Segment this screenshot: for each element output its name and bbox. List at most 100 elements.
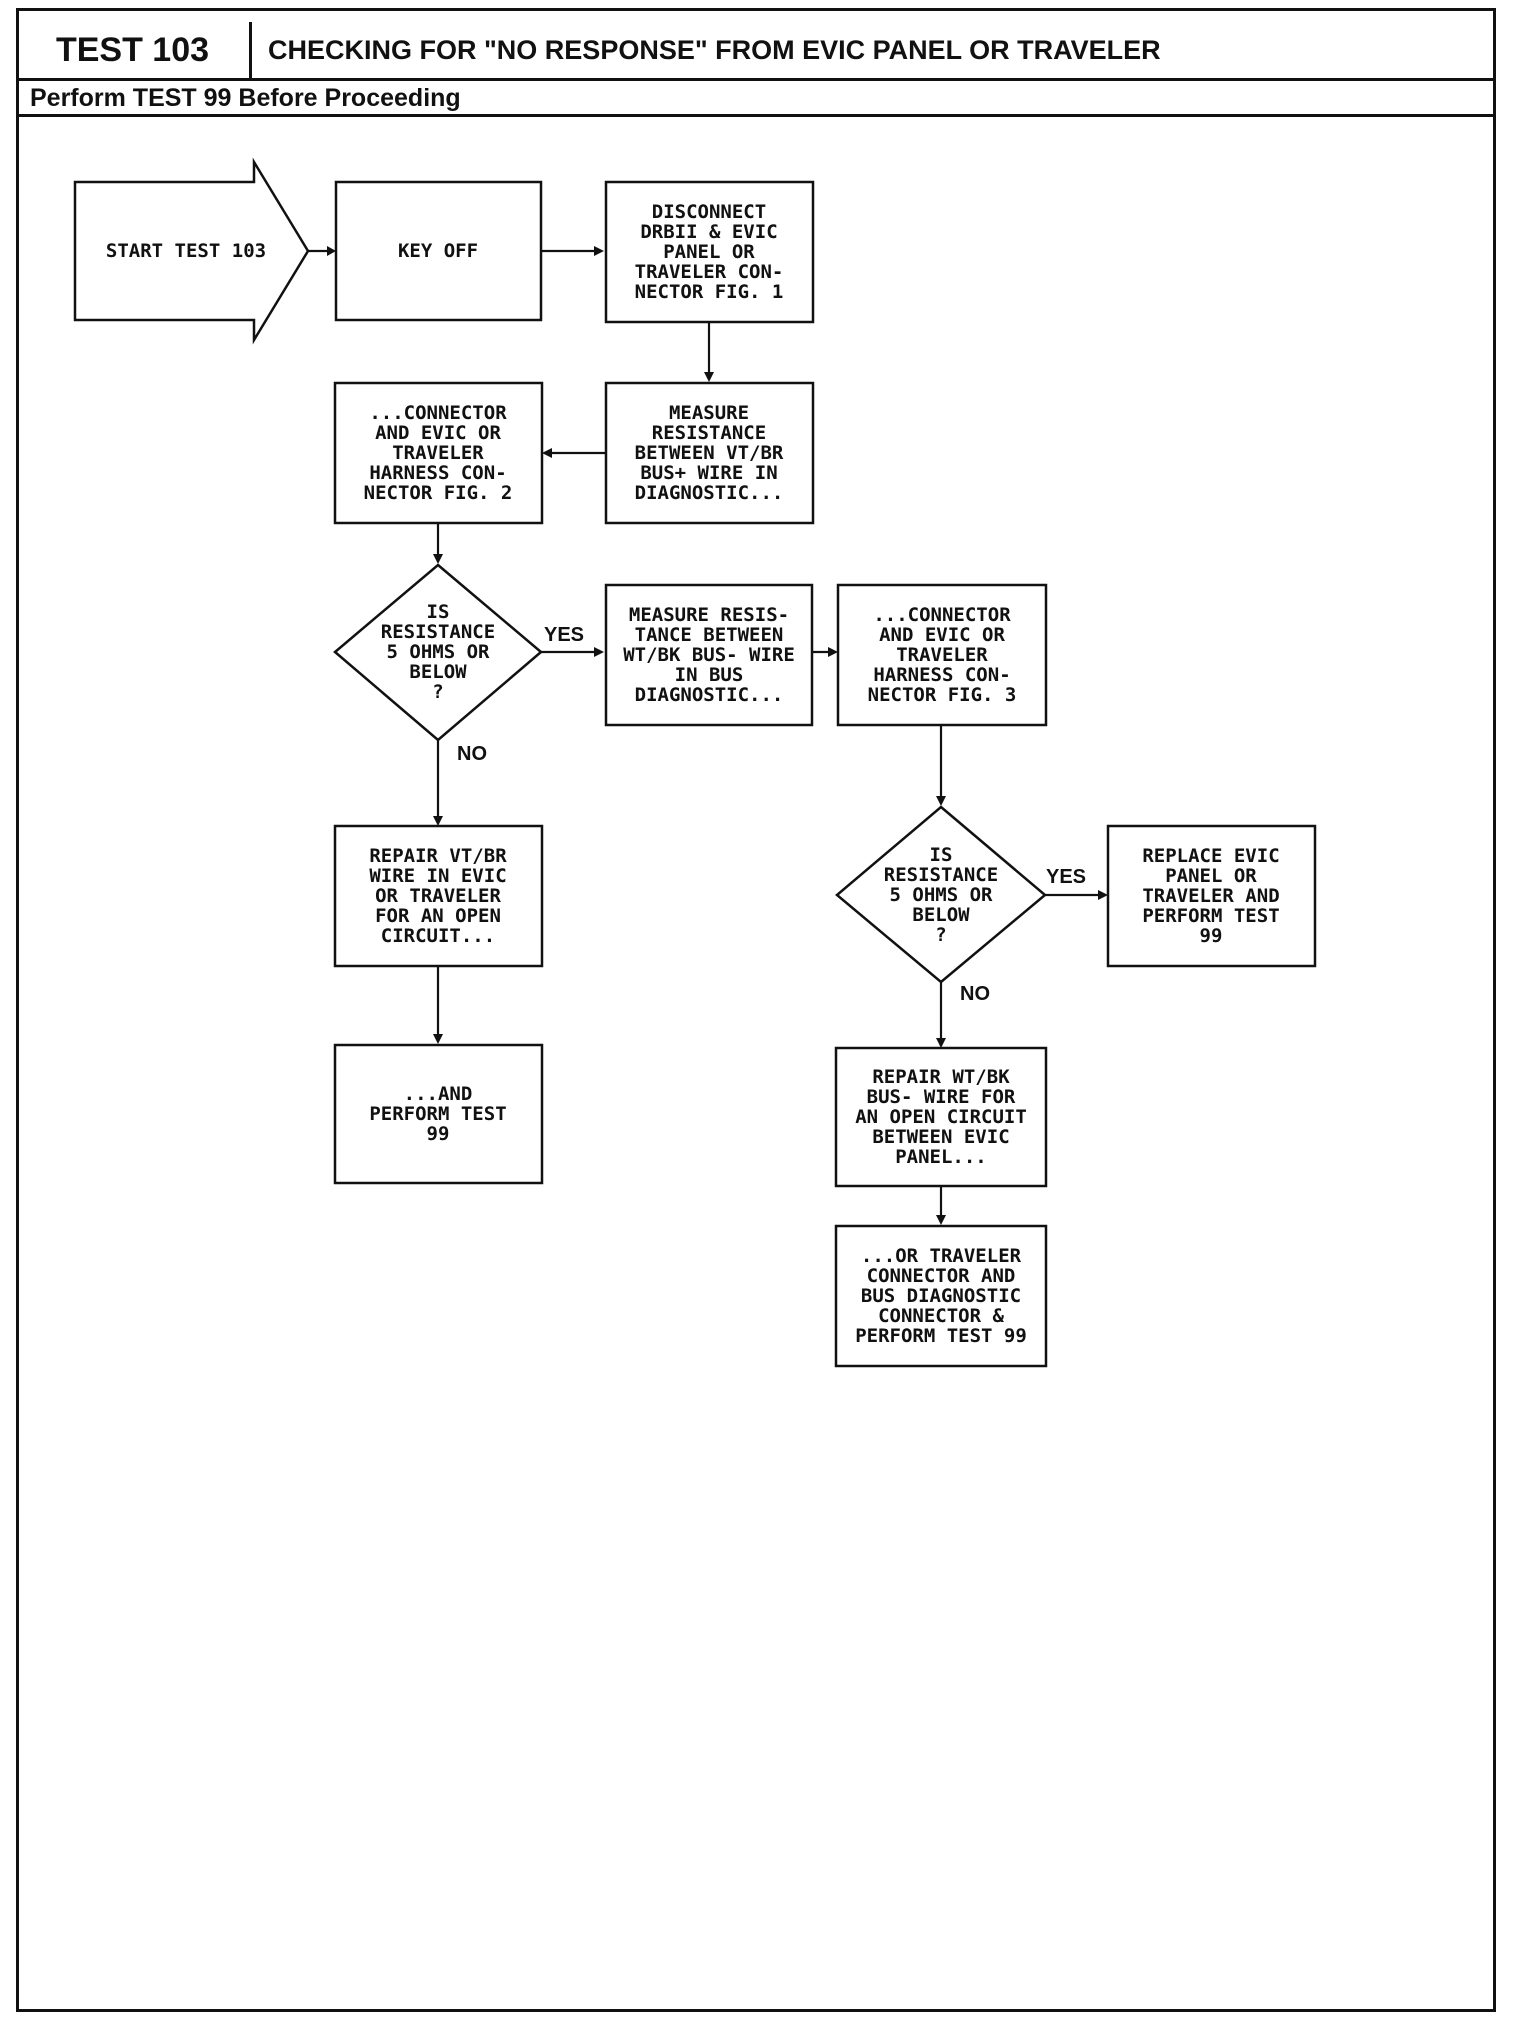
flow-text-line: TRAVELER: [896, 644, 988, 666]
flow-text-line: 5 OHMS OR: [387, 641, 491, 663]
test-number: TEST 103: [16, 22, 252, 78]
yes-label-2: YES: [1046, 866, 1086, 888]
flow-text-line: IN BUS: [675, 664, 744, 686]
flow-text-line: TRAVELER: [392, 442, 484, 464]
flow-text-line: PERFORM TEST 99: [855, 1325, 1027, 1347]
flow-text-line: AN OPEN CIRCUIT: [855, 1106, 1027, 1128]
flow-text-line: PANEL OR: [1165, 865, 1257, 887]
flow-text-line: REPAIR WT/BK: [872, 1066, 1010, 1088]
flow-text-line: ?: [935, 924, 946, 946]
flow-text-line: HARNESS CON-: [873, 664, 1010, 686]
flow-text-line: ...CONNECTOR: [369, 402, 507, 424]
flow-text-line: OR TRAVELER: [375, 885, 501, 907]
flow-text-line: FOR AN OPEN: [375, 905, 501, 927]
flow-text-line: BELOW: [912, 904, 970, 926]
header-divider: [16, 78, 1496, 81]
flow-text-line: ...CONNECTOR: [873, 604, 1011, 626]
flow-text-line: WIRE IN EVIC: [369, 865, 506, 887]
page-frame: [16, 8, 1496, 2012]
flow-text-line: DISCONNECT: [652, 201, 766, 223]
flow-text-line: RESISTANCE: [884, 864, 998, 886]
flow-text-line: REPAIR VT/BR: [369, 845, 507, 867]
flow-text-line: CONNECTOR AND: [867, 1265, 1016, 1287]
flow-text-line: START TEST 103: [106, 240, 266, 262]
flow-text-line: HARNESS CON-: [369, 462, 506, 484]
flow-text-line: BELOW: [409, 661, 467, 683]
key-off-step-text: KEY OFF: [398, 240, 478, 262]
start-node-text: START TEST 103: [106, 240, 266, 262]
flow-text-line: WT/BK BUS- WIRE: [623, 644, 795, 666]
flow-text-line: ?: [432, 681, 443, 703]
flow-text-line: BUS DIAGNOSTIC: [861, 1285, 1021, 1307]
flow-text-line: TRAVELER AND: [1142, 885, 1279, 907]
flow-text-line: TRAVELER CON-: [635, 261, 784, 283]
flow-text-line: AND EVIC OR: [375, 422, 501, 444]
no-label-2: NO: [960, 983, 990, 1005]
flow-text-line: NECTOR FIG. 2: [364, 482, 513, 504]
flow-text-line: CONNECTOR &: [878, 1305, 1004, 1327]
flow-text-line: REPLACE EVIC: [1142, 845, 1279, 867]
flow-text-line: KEY OFF: [398, 240, 478, 262]
flow-text-line: DRBII & EVIC: [640, 221, 777, 243]
flow-text-line: NECTOR FIG. 1: [635, 281, 784, 303]
test-title: CHECKING FOR "NO RESPONSE" FROM EVIC PAN…: [268, 34, 1161, 65]
flow-text-line: AND EVIC OR: [879, 624, 1005, 646]
key-off-step: KEY OFF: [334, 180, 543, 322]
flow-text-line: MEASURE RESIS-: [629, 604, 789, 626]
flow-text-line: BUS- WIRE FOR: [867, 1086, 1016, 1108]
flow-text-line: PERFORM TEST: [1142, 905, 1279, 927]
flow-text-line: 99: [1200, 925, 1223, 947]
flow-text-line: ...OR TRAVELER: [861, 1245, 1022, 1267]
flow-text-line: IS: [930, 844, 953, 866]
flow-text-line: PERFORM TEST: [369, 1103, 506, 1125]
flow-text-line: BUS+ WIRE IN: [640, 462, 777, 484]
flow-text-line: ...AND: [404, 1083, 473, 1105]
flow-text-line: MEASURE: [669, 402, 749, 424]
flow-text-line: NECTOR FIG. 3: [868, 684, 1017, 706]
flow-text-line: RESISTANCE: [652, 422, 766, 444]
flow-text-line: 99: [427, 1123, 450, 1145]
no-label-1: NO: [457, 743, 487, 765]
flow-text-line: BETWEEN VT/BR: [635, 442, 784, 464]
prerequisite-note: Perform TEST 99 Before Proceeding: [30, 83, 461, 112]
flow-text-line: RESISTANCE: [381, 621, 495, 643]
flow-text-line: DIAGNOSTIC...: [635, 482, 784, 504]
flow-text-line: IS: [427, 601, 450, 623]
connector-lines: [308, 246, 1108, 1225]
flow-text-line: BETWEEN EVIC: [872, 1126, 1009, 1148]
header-divider-2: [16, 114, 1496, 117]
flow-text-line: DIAGNOSTIC...: [635, 684, 784, 706]
start-node: START TEST 103: [73, 157, 310, 345]
flow-text-line: CIRCUIT...: [381, 925, 495, 947]
yes-label-1: YES: [544, 624, 584, 646]
flow-text-line: PANEL...: [895, 1146, 987, 1168]
flow-text-line: 5 OHMS OR: [890, 884, 994, 906]
flow-text-line: TANCE BETWEEN: [635, 624, 784, 646]
flow-text-line: PANEL OR: [663, 241, 755, 263]
